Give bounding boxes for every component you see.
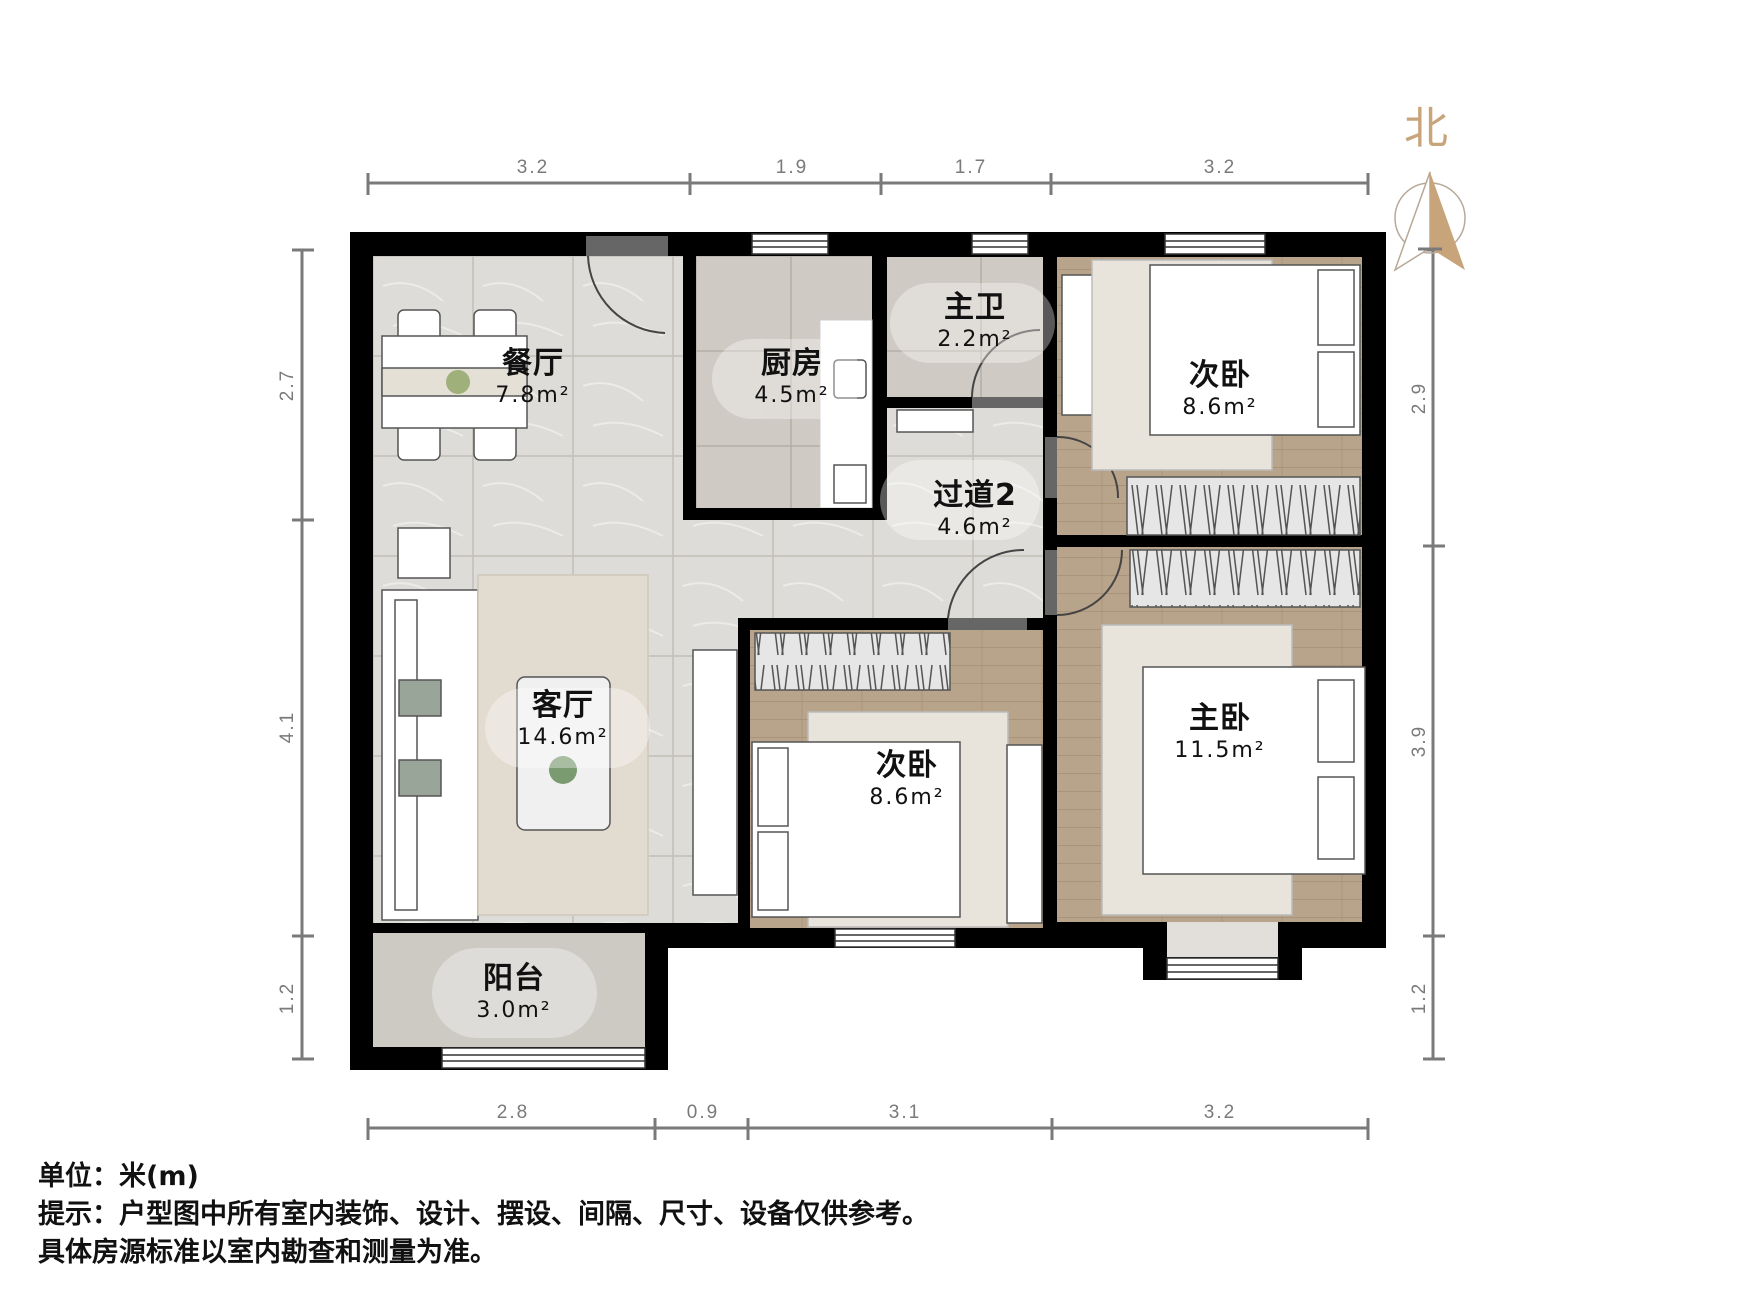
doors — [586, 236, 1057, 630]
dim-top-2: 1.9 — [775, 157, 809, 178]
room-bedroom-ne: 次卧 8.6m² — [1182, 358, 1257, 422]
room-kitchen: 厨房 4.5m² — [754, 346, 829, 410]
room-name: 过道2 — [933, 478, 1017, 513]
dim-right-2: 3.9 — [1409, 724, 1430, 758]
dim-bottom-3: 3.1 — [888, 1102, 922, 1123]
dimension-lines — [292, 173, 1445, 1140]
room-area: 14.6m² — [517, 725, 609, 750]
room-name: 阳台 — [483, 961, 545, 996]
room-name: 主卧 — [1188, 701, 1251, 736]
room-area: 7.8m² — [495, 383, 571, 408]
dim-top-3: 1.7 — [954, 157, 988, 178]
room-name: 客厅 — [531, 688, 594, 723]
north-label: 北 — [1404, 103, 1448, 154]
room-name: 次卧 — [1189, 358, 1251, 393]
room-living: 客厅 14.6m² — [517, 688, 608, 752]
label-halos — [432, 283, 1055, 1038]
dim-right-3: 1.2 — [1409, 981, 1430, 1015]
room-name: 次卧 — [876, 748, 938, 783]
room-bedroom-s: 次卧 8.6m² — [869, 748, 944, 812]
room-master-bedroom: 主卧 11.5m² — [1174, 701, 1265, 765]
unit-note: 单位：米(m) — [38, 1161, 199, 1192]
room-area: 8.6m² — [869, 785, 945, 810]
room-area: 8.6m² — [1182, 395, 1258, 420]
dim-left-3: 1.2 — [277, 981, 298, 1015]
room-corridor: 过道2 4.6m² — [933, 478, 1017, 542]
dim-left-1: 2.7 — [277, 368, 298, 402]
room-balcony: 阳台 3.0m² — [476, 961, 551, 1025]
room-area: 4.5m² — [754, 383, 830, 408]
room-area: 4.6m² — [937, 515, 1013, 540]
interior-walls — [373, 256, 1362, 948]
dim-right-1: 2.9 — [1409, 381, 1430, 415]
furniture — [381, 259, 1366, 928]
room-area: 2.2m² — [937, 327, 1013, 352]
room-name: 主卫 — [944, 290, 1006, 325]
dim-top-4: 3.2 — [1203, 157, 1237, 178]
dim-bottom-2: 0.9 — [686, 1102, 720, 1123]
notes: 单位：米(m) 提示：户型图中所有室内装饰、设计、摆设、间隔、尺寸、设备仅供参考… — [38, 1158, 929, 1272]
disclaimer-note: 具体房源标准以室内勘查和测量为准。 — [38, 1237, 497, 1268]
windows — [441, 233, 1279, 1069]
dim-bottom-1: 2.8 — [496, 1102, 530, 1123]
door-swings — [587, 255, 1123, 619]
dim-bottom-4: 3.2 — [1203, 1102, 1237, 1123]
room-name: 厨房 — [761, 346, 823, 381]
dim-top-1: 3.2 — [516, 157, 550, 178]
room-master-bath: 主卫 2.2m² — [937, 290, 1012, 354]
room-dining: 餐厅 7.8m² — [495, 346, 570, 410]
room-area: 3.0m² — [476, 998, 552, 1023]
room-name: 餐厅 — [502, 346, 564, 381]
dim-left-2: 4.1 — [277, 710, 298, 744]
north-arrow-icon — [1393, 171, 1466, 272]
room-area: 11.5m² — [1174, 738, 1266, 763]
hint-note: 提示：户型图中所有室内装饰、设计、摆设、间隔、尺寸、设备仅供参考。 — [38, 1199, 929, 1230]
